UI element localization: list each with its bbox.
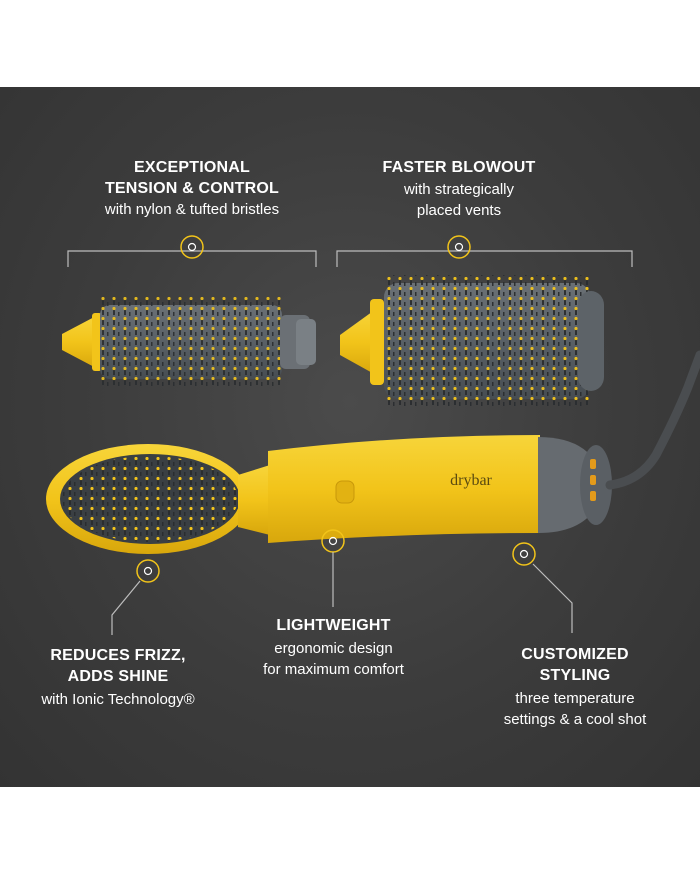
callout-description: with strategically <box>403 181 515 198</box>
callout-title: EXCEPTIONAL <box>134 159 250 176</box>
callout-title: LIGHTWEIGHT <box>276 617 391 634</box>
product-feature-panel: drybar EXCEPTIONAL TENSION & CONTROL wit… <box>0 87 700 787</box>
callout-customized-styling: CUSTOMIZED STYLING three temperature set… <box>470 644 680 730</box>
target-marker-styling <box>512 542 573 633</box>
brand-label: drybar <box>450 472 492 489</box>
dryer-brush-body <box>46 350 700 554</box>
callout-description: placed vents <box>416 202 502 219</box>
callout-title: ADDS SHINE <box>67 668 169 685</box>
callout-description: settings & a cool shot <box>503 711 647 728</box>
target-marker-blowout <box>447 235 471 259</box>
callout-lightweight: LIGHTWEIGHT ergonomic design for maximum… <box>226 615 441 680</box>
callout-reduces-frizz: REDUCES FRIZZ, ADDS SHINE with Ionic Tec… <box>18 645 218 710</box>
callout-title: CUSTOMIZED <box>521 646 629 663</box>
target-marker-frizz <box>111 559 160 635</box>
callout-description: with nylon & tufted bristles <box>104 201 280 218</box>
product-illustration <box>46 235 700 635</box>
callout-description: ergonomic design <box>274 640 393 657</box>
callout-title: TENSION & CONTROL <box>104 180 280 197</box>
large-round-brush-attachment <box>340 275 604 407</box>
callout-faster-blowout: FASTER BLOWOUT with strategically placed… <box>349 157 569 221</box>
target-marker-tension <box>180 235 204 259</box>
small-round-brush-attachment <box>62 297 316 387</box>
bracket-left <box>67 250 317 267</box>
callout-title: STYLING <box>539 667 611 684</box>
callout-title: FASTER BLOWOUT <box>382 159 536 176</box>
callout-title: REDUCES FRIZZ, <box>50 647 186 664</box>
callout-tension-control: EXCEPTIONAL TENSION & CONTROL with nylon… <box>72 157 312 220</box>
bracket-right <box>336 250 633 267</box>
callout-description: three temperature <box>515 690 635 707</box>
target-marker-lightweight <box>321 529 345 607</box>
callout-description: for maximum comfort <box>263 661 404 678</box>
callout-description: with Ionic Technology® <box>41 691 195 708</box>
